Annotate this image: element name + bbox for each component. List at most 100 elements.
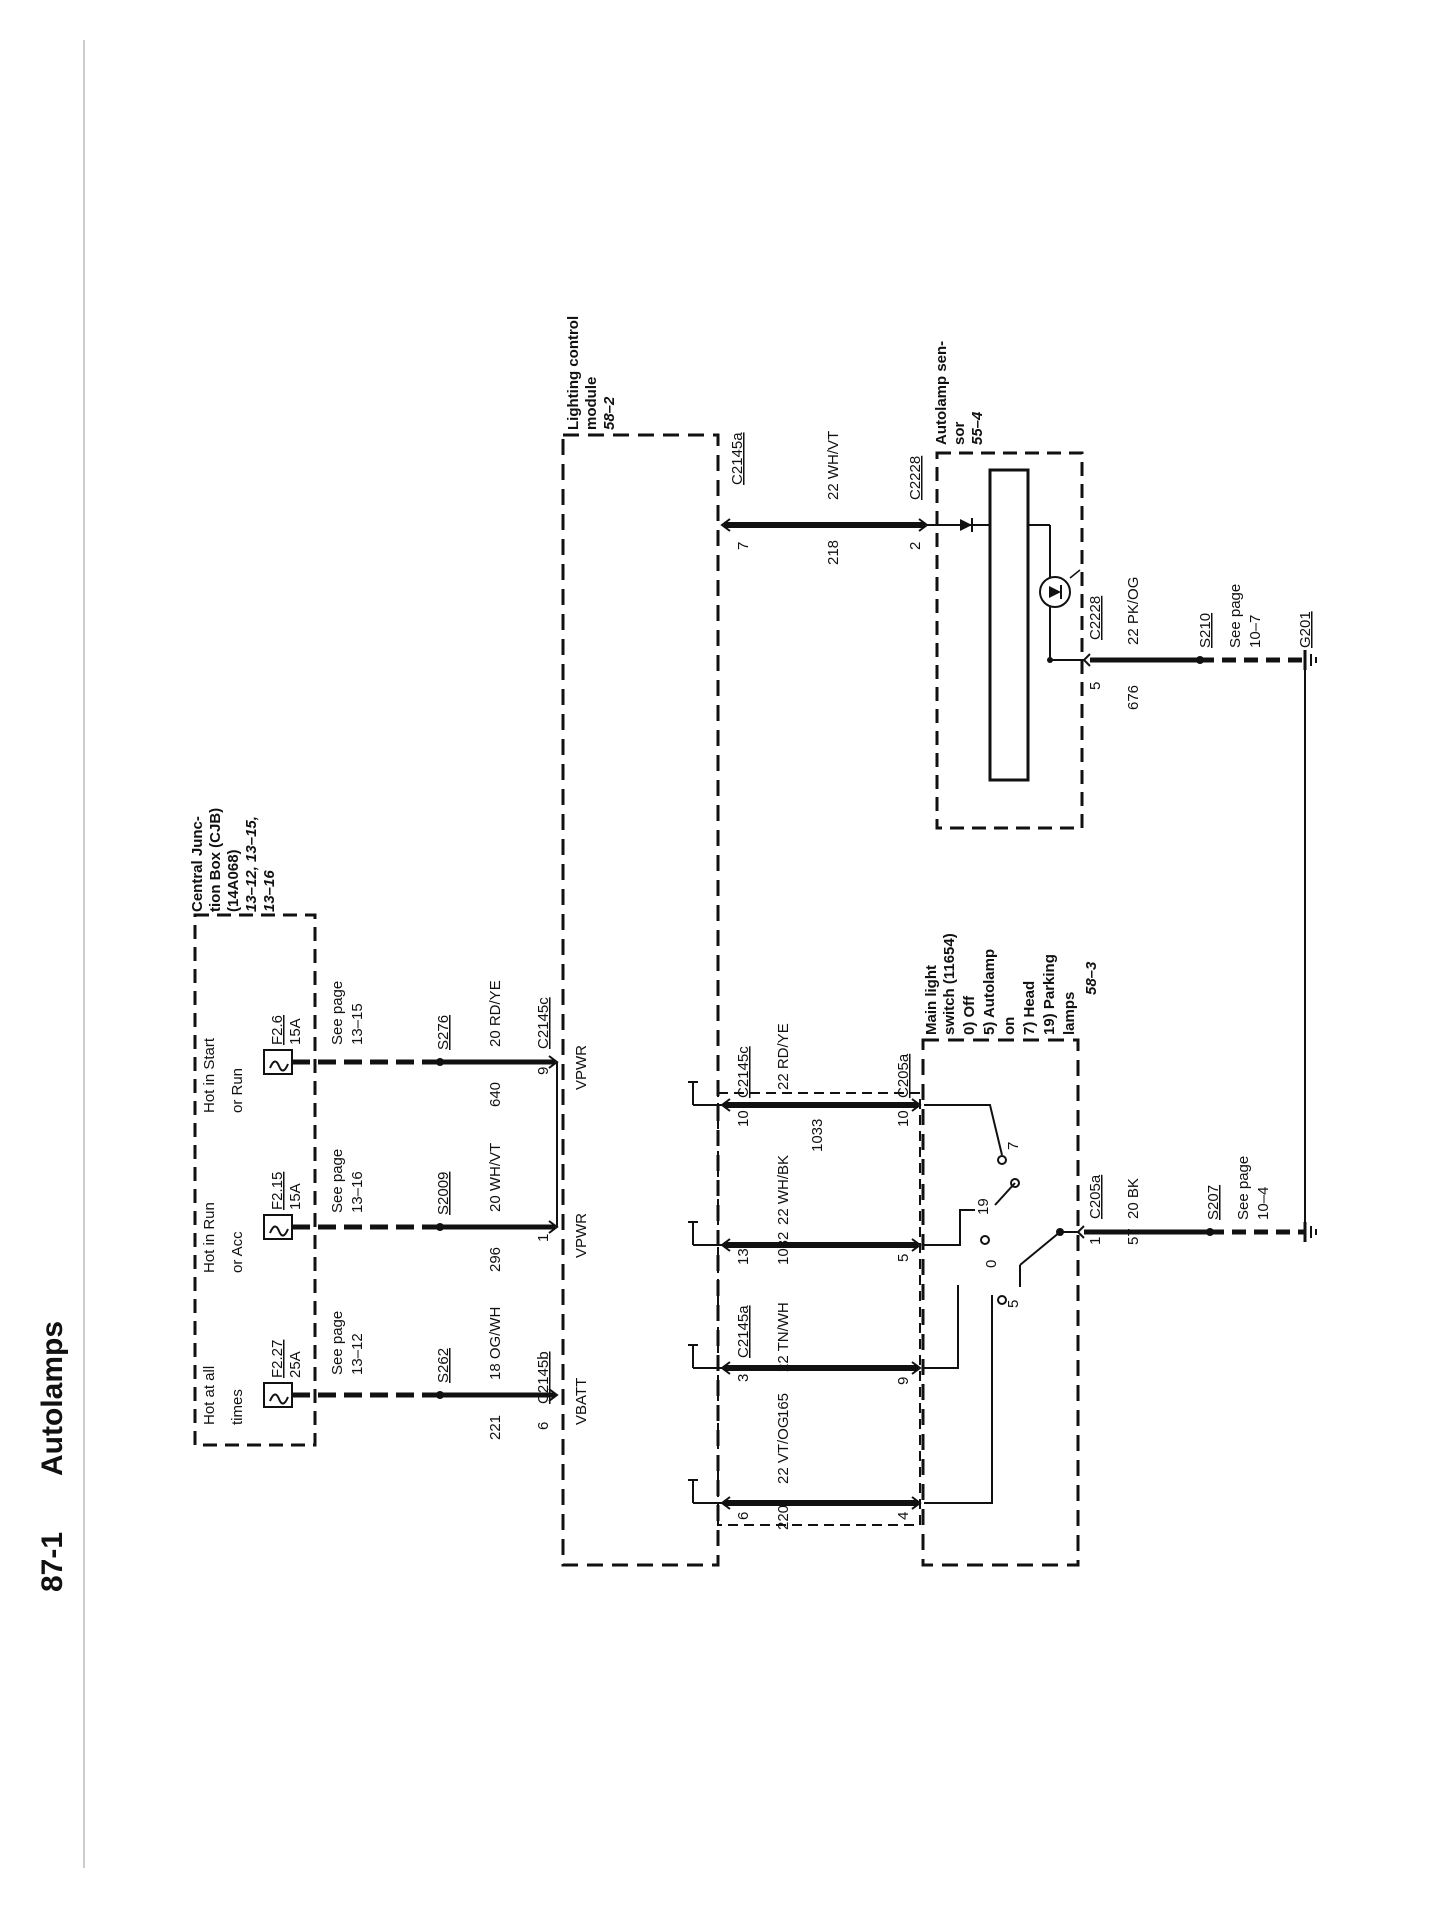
sw2-wire-labels: 165 22 TN/WH [775,1302,792,1418]
switch-pos-parking-lamps: lamps [1061,992,1078,1035]
see-page-1312: See page 13–12 [329,1311,366,1375]
sw4-wire-name: 22 RD/YE [775,1023,792,1090]
pw3-signal: VPWR [573,1045,590,1090]
splice-s262: S262 [435,1348,452,1383]
fuse-icon [263,1382,293,1408]
connector-arrow [720,1361,731,1375]
see-page-ref: 13–12 [349,1333,366,1375]
sw1-pin-top: 6 [735,1512,752,1520]
connector-label: C2145a [735,1305,752,1358]
contact-label: 7 [1005,1142,1022,1150]
see-page-text: See page [329,981,346,1045]
switch-wire-10 [924,1104,1003,1156]
sensor-element [988,468,1030,782]
contact-label: 0 [983,1260,1000,1268]
lcm-title-line2: module [583,377,600,430]
see-page-ref: 10–7 [1247,615,1264,648]
sensor-wire-pin-lcm: 7 [735,542,752,550]
vpwr-label-1: VPWR [573,1213,590,1258]
pin: 2 [907,542,924,550]
switch-title-2: switch (11654) [941,933,958,1035]
see-page-ref: 13–16 [349,1171,366,1213]
connector-arrow [720,518,731,532]
sensor-junction [1047,657,1053,663]
ground-g201-label: G201 [1297,611,1314,648]
switch-label-19: 19 [975,1198,992,1215]
c205a-label-top: C205a [895,1053,912,1098]
pw1-circuit: 221 [487,1415,504,1440]
switch-mechanism [924,1104,1064,1504]
see-page-ref: 10–4 [1255,1187,1272,1220]
wire: 22 PK/OG [1125,577,1142,645]
main-switch-title: Main light switch (11654) 0) Off 5) Auto… [923,933,1100,1035]
sensor-title-1: Autolamp sen- [933,341,950,445]
wire: 22 TN/WH [775,1302,792,1372]
fuse-f2-6 [263,1049,293,1075]
pw1-pin: 6 [535,1422,552,1430]
pw2-labels: 296 20 WH/VT [487,1143,504,1272]
connector-arrow [1082,653,1091,667]
sensor-wire-name: 22 WH/VT [825,431,842,500]
see-page-ref: 13–15 [349,1003,366,1045]
lcm-connector-box [717,1092,921,1526]
photodiode [1039,569,1081,608]
col3-label-line1: Hot in Start [201,1037,218,1113]
pw2-pin: 1 [535,1234,552,1242]
col2-label-line1: Hot in Run [201,1202,218,1273]
switch-contact-7 [997,1155,1007,1165]
pin: 13 [735,1248,752,1265]
cjb-title-line3: (14A068) [225,849,242,912]
pw1-signal: VBATT [573,1378,590,1425]
cjb-col1-label: Hot at all times [201,1366,246,1425]
cjb-title-line1: Central Junc- [189,816,206,912]
pin: 10 [895,1110,912,1127]
splice-s210-label: S210 [1197,613,1214,648]
col3-label-line2: or Run [229,1068,246,1113]
connector-arrow [720,1238,731,1252]
circuit: 1032 [775,1232,792,1265]
fuse3-name: F2.6 [269,1015,286,1045]
switch-ref: 58–3 [1083,961,1100,995]
connector-label: C2228 [1087,596,1104,640]
fuse2-name: F2.15 [269,1172,286,1210]
lcm-title: Lighting control module 58–2 [565,316,618,430]
col1-label-line1: Hot at all [201,1366,218,1425]
contact-label: 5 [1005,1300,1022,1308]
circuit: 57 [1125,1228,1142,1245]
sensor-wire [720,518,1084,661]
fuse-f2-15 [263,1214,293,1240]
circuit: 218 [825,540,842,565]
switch-wire-4 [924,1295,993,1504]
power-wire-vbatt [292,1388,559,1402]
sw4-pin-bottom: 10 [895,1110,912,1127]
sw4-pin-top: 10 [735,1110,752,1127]
sw1-wire-labels: 220 22 VT/OG [775,1416,792,1530]
connector-arrow [720,1496,731,1510]
sensor-wire-lcm-connector: C2145a [729,432,746,485]
switch-wires [688,1081,922,1510]
pw1-connector: 6 C2145b [535,1351,552,1430]
pin: 5 [1087,682,1104,690]
c2145c-label: C2145c [735,1046,752,1098]
sw3-pin-bottom: 5 [895,1254,912,1262]
sensor-ground-circuit: 676 [1125,685,1142,710]
sensor-wire-sensor-connector: C2228 [907,456,924,500]
pw2-wire: 20 WH/VT [487,1143,504,1212]
connector-label: C205a [895,1053,912,1098]
splice-s210: S210 [1197,613,1214,648]
see-page-1316: See page 13–16 [329,1149,366,1213]
fuse-f2-27 [263,1382,293,1408]
connector-arrow [1076,1225,1085,1239]
sw3-pin-top: 13 [735,1248,752,1265]
sensor-ground-wire-name: 22 PK/OG [1125,577,1142,645]
switch-pos-head: 7) Head [1021,981,1038,1035]
c2145a-label: C2145a [735,1305,752,1358]
connector-arrow [720,1098,731,1112]
diode-icon [960,519,972,531]
splice-s276-label: S276 [435,1015,452,1050]
switch-title-1: Main light [923,965,940,1035]
see-page-text: See page [1227,584,1244,648]
lcm-ref: 58–2 [601,396,618,430]
main-switch-box [921,1038,1080,1567]
splice-s262-label: S262 [435,1348,452,1383]
